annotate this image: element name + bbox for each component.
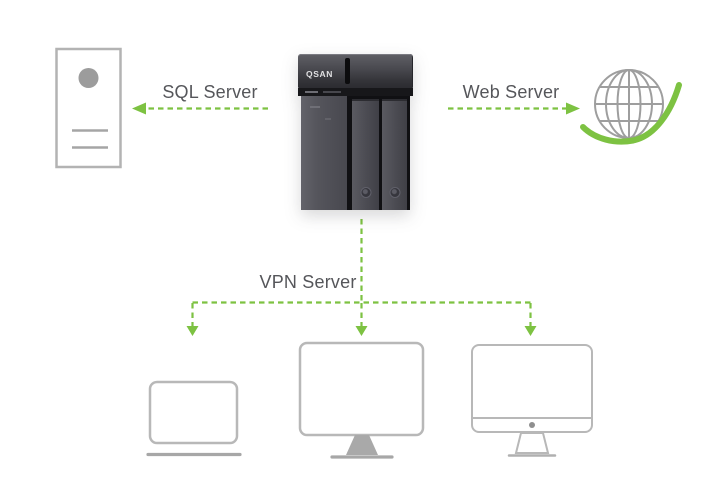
sql-server-arrow <box>132 102 268 115</box>
drive-lock-icon <box>389 187 400 198</box>
nas-brand-logo: QSAN <box>306 69 333 79</box>
nas-vent-slot-icon <box>345 58 350 84</box>
nas-drive-bay-1 <box>352 99 379 210</box>
laptop-icon <box>146 380 242 457</box>
arrowhead-down-icon <box>524 326 537 336</box>
nas-side-panel <box>301 96 347 210</box>
vpn-connector-lines <box>186 219 537 336</box>
nas-device: QSAN <box>298 54 413 210</box>
drive-lock-icon <box>360 187 371 198</box>
server-tower-icon <box>55 47 122 169</box>
sql-server-label: SQL Server <box>162 82 258 102</box>
imac-icon <box>471 344 593 457</box>
globe-icon <box>580 69 682 145</box>
arrowhead-left-icon <box>132 102 146 115</box>
nas-drive-bay-2 <box>382 99 407 210</box>
nas-top-cap: QSAN <box>298 54 413 88</box>
vpn-server-label: VPN Server <box>259 272 357 292</box>
monitor-icon <box>298 341 425 459</box>
web-server-arrow <box>448 102 580 115</box>
arrowhead-down-icon <box>186 326 199 336</box>
arrowhead-down-icon <box>355 326 368 336</box>
web-server-label: Web Server <box>462 82 560 102</box>
arrowhead-right-icon <box>566 102 580 115</box>
globe-orbit-swoosh <box>580 82 682 145</box>
nas-led-strip <box>298 88 413 96</box>
nas-chassis <box>301 96 410 210</box>
